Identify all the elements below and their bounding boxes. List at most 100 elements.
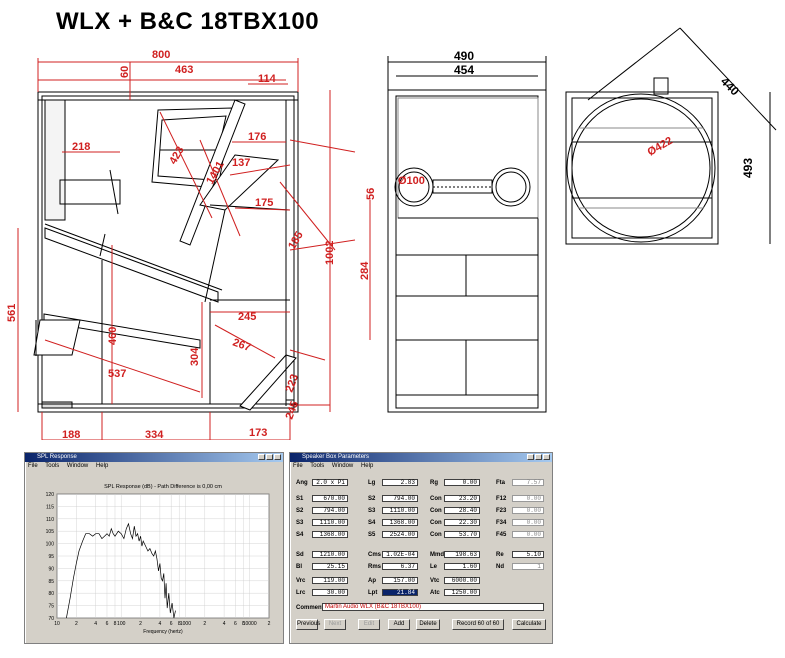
minimize-button[interactable] xyxy=(258,454,265,460)
dim-175: 175 xyxy=(255,197,273,209)
menu-tools[interactable]: Tools xyxy=(310,463,325,469)
previous-button[interactable]: Previous xyxy=(296,619,320,630)
param-field[interactable]: 21.84 xyxy=(382,589,418,596)
param-field[interactable]: 30.00 xyxy=(312,589,348,596)
x-axis-label: Frequency (hertz) xyxy=(143,629,183,635)
menu-tools[interactable]: Tools xyxy=(45,463,60,469)
param-field[interactable]: 25.15 xyxy=(312,563,348,570)
param-field[interactable]: 0.00 xyxy=(512,495,544,502)
param-field[interactable]: 670.00 xyxy=(312,495,348,502)
param-field[interactable]: 0.00 xyxy=(512,531,544,538)
next-button[interactable]: Next xyxy=(324,619,346,630)
param-field[interactable]: 1.60 xyxy=(444,563,480,570)
delete-button[interactable]: Delete xyxy=(416,619,440,630)
menu-file[interactable]: File xyxy=(28,463,38,469)
param-field[interactable]: 157.00 xyxy=(382,577,418,584)
dim-188: 188 xyxy=(62,429,80,440)
param-field[interactable]: 119.00 xyxy=(312,577,348,584)
param-field[interactable]: 1 xyxy=(512,563,544,570)
dim-463: 463 xyxy=(175,64,193,76)
param-field[interactable]: 1.02E-04 xyxy=(382,551,418,558)
param-label: Rms xyxy=(368,564,382,570)
param-label: S2 xyxy=(368,496,376,502)
menu-help[interactable]: Help xyxy=(360,463,374,469)
param-field[interactable]: 1210.00 xyxy=(312,551,348,558)
param-field[interactable]: 2.83 xyxy=(382,479,418,486)
menu-window[interactable]: Window xyxy=(66,463,89,469)
param-label: Cms xyxy=(368,552,382,558)
param-field[interactable]: 28.40 xyxy=(444,507,480,514)
edit-button[interactable]: Edit xyxy=(358,619,380,630)
param-field[interactable]: 5.10 xyxy=(512,551,544,558)
params-window-title: Speaker Box Parameters xyxy=(302,454,370,460)
param-field[interactable]: 794.00 xyxy=(382,495,418,502)
param-field[interactable]: 0.00 xyxy=(444,479,480,486)
menu-file[interactable]: File xyxy=(293,463,303,469)
y-tick-label: 105 xyxy=(46,529,55,535)
y-tick-label: 90 xyxy=(48,566,54,572)
param-label: S4 xyxy=(368,520,376,526)
param-label: S5 xyxy=(368,532,376,538)
param-field[interactable]: 53.70 xyxy=(444,531,480,538)
dim-440: 440 xyxy=(718,74,742,98)
param-field[interactable]: 1368.00 xyxy=(382,519,418,526)
comment-label: Comment xyxy=(296,605,324,611)
port-right xyxy=(491,167,531,207)
port-left xyxy=(394,167,434,207)
maximize-button[interactable] xyxy=(266,454,273,460)
x-tick-label: 10000 xyxy=(243,621,257,627)
param-field[interactable]: 23.20 xyxy=(444,495,480,502)
param-field[interactable]: 1110.00 xyxy=(382,507,418,514)
calculate-button[interactable]: Calculate xyxy=(512,619,546,630)
y-tick-label: 75 xyxy=(48,604,54,610)
close-button[interactable] xyxy=(543,454,550,460)
param-label: Nd xyxy=(496,564,504,570)
dim-267: 267 xyxy=(231,337,252,355)
dim-60: 60 xyxy=(119,66,131,78)
record-button[interactable]: Record 60 of 60 xyxy=(452,619,504,630)
param-field[interactable]: 2.0 x Pi xyxy=(312,479,348,486)
param-label: Atc xyxy=(430,590,440,596)
add-button[interactable]: Add xyxy=(388,619,410,630)
menu-window[interactable]: Window xyxy=(331,463,354,469)
param-field[interactable]: 198.63 xyxy=(444,551,480,558)
param-field[interactable]: 1368.00 xyxy=(312,531,348,538)
dim-493: 493 xyxy=(741,158,755,178)
dim-56: 56 xyxy=(365,188,377,200)
dim-245: 245 xyxy=(238,311,256,323)
y-tick-label: 120 xyxy=(46,492,55,498)
close-button[interactable] xyxy=(274,454,281,460)
param-field[interactable]: 2524.00 xyxy=(382,531,418,538)
menu-help[interactable]: Help xyxy=(95,463,109,469)
param-label: Ang xyxy=(296,480,308,486)
param-field[interactable]: 1250.00 xyxy=(444,589,480,596)
param-field[interactable]: 0.00 xyxy=(512,519,544,526)
param-label: Re xyxy=(496,552,504,558)
minimize-button[interactable] xyxy=(527,454,534,460)
front-dimensions: 490 454 Ø100 xyxy=(398,49,474,187)
param-label: F12 xyxy=(496,496,507,502)
param-field[interactable]: 1110.00 xyxy=(312,519,348,526)
param-field[interactable]: 7.57 xyxy=(512,479,544,486)
maximize-button[interactable] xyxy=(535,454,542,460)
param-field[interactable]: 6000.00 xyxy=(444,577,480,584)
dim-1002: 1002 xyxy=(324,241,336,265)
comment-field[interactable]: Martin Audio WLX (B&C 18TBX100) xyxy=(322,603,544,611)
spl-menubar: File Tools Window Help xyxy=(25,462,283,470)
param-label: Lpt xyxy=(368,590,378,596)
y-tick-label: 115 xyxy=(46,504,54,510)
param-field[interactable]: 0.00 xyxy=(512,507,544,514)
param-label: S1 xyxy=(296,496,304,502)
param-field[interactable]: 6.37 xyxy=(382,563,418,570)
param-field[interactable]: 22.30 xyxy=(444,519,480,526)
param-label: Lg xyxy=(368,480,376,486)
x-tick-label: 2 xyxy=(203,621,206,627)
param-label: Mmd xyxy=(430,552,444,558)
param-field[interactable]: 794.00 xyxy=(312,507,348,514)
x-tick-label: 6 xyxy=(170,621,173,627)
front-view xyxy=(387,56,547,413)
param-label: Sd xyxy=(296,552,304,558)
cabinet-drawing: 800 463 114 60 218 176 137 423 1401 175 … xyxy=(6,27,777,440)
param-label: Vrc xyxy=(296,578,306,584)
